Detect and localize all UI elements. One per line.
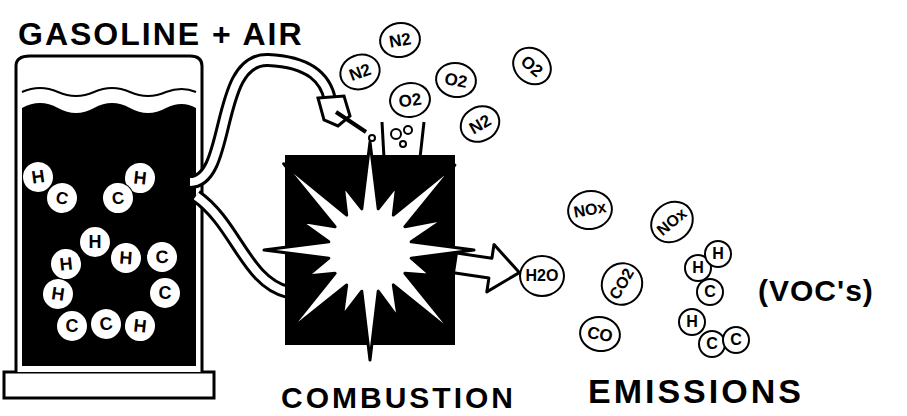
chemical-symbol: H: [119, 249, 133, 268]
nozzle-spout: [336, 112, 366, 132]
bubble: [404, 126, 412, 134]
chemical-symbol: H: [59, 254, 74, 273]
fuel-nozzle: [318, 96, 350, 126]
chemical-symbol: N2: [466, 111, 493, 137]
chemical-symbol: H: [686, 314, 698, 330]
chemical-symbol: CO2: [607, 266, 637, 302]
chemical-symbol: H: [30, 167, 45, 187]
molecule-circle: H: [678, 308, 706, 336]
chemical-symbol: O2: [398, 90, 423, 110]
chemical-symbol: NOx: [654, 205, 689, 238]
chemical-symbol: C: [730, 332, 742, 348]
molecule-circle: H: [704, 240, 732, 268]
flow-arrow: [454, 245, 520, 292]
liquid-ripple: [22, 88, 196, 96]
process-label: COMBUSTION: [281, 383, 516, 413]
explosion-burst: [264, 142, 474, 360]
annotation-label: (VOC's): [758, 276, 874, 306]
atom-circle: H: [80, 227, 110, 257]
chemical-symbol: H: [133, 168, 148, 187]
atom-circle: C: [150, 278, 180, 308]
chemical-symbol: N2: [388, 30, 412, 51]
molecule-circle: NOx: [642, 192, 703, 252]
molecule-circle: O2: [387, 79, 434, 120]
molecule-circle: H2O: [519, 255, 565, 297]
chemical-symbol: H: [50, 284, 65, 304]
chemical-symbol: CO: [586, 323, 614, 344]
molecule-circle: O2: [504, 39, 559, 94]
chemical-symbol: C: [155, 248, 169, 267]
chemical-symbol: C: [111, 189, 125, 207]
chemical-symbol: H: [133, 316, 148, 335]
chemical-symbol: H: [89, 233, 102, 251]
intake-funnel: [382, 122, 424, 158]
chemical-symbol: NOx: [572, 199, 607, 220]
heading-label: GASOLINE + AIR: [18, 18, 304, 50]
bubble: [400, 141, 406, 147]
molecule-circle: C: [696, 278, 724, 306]
fuel-hose-inner: [196, 196, 288, 292]
molecule-circle: N2: [376, 19, 424, 62]
combustion-chamber: COMBUSTION: [285, 155, 455, 345]
tank-base: [4, 372, 214, 398]
molecule-circle: CO: [576, 313, 624, 356]
chemical-symbol: H: [692, 260, 704, 276]
chemical-symbol: C: [98, 314, 113, 334]
chamber-outline: [285, 155, 455, 345]
tank-body: [16, 56, 202, 372]
chemical-symbol: O2: [518, 52, 546, 80]
annotation-label: EMISSIONS: [588, 374, 804, 408]
chemical-symbol: C: [706, 336, 718, 352]
molecule-circle: N2: [334, 48, 386, 96]
chemical-symbol: H: [712, 246, 724, 262]
bubble: [391, 129, 401, 139]
molecule-circle: CO2: [593, 254, 651, 313]
chemical-symbol: C: [54, 189, 69, 208]
chemical-symbol: C: [159, 284, 172, 302]
molecule-circle: O2: [432, 59, 480, 102]
molecule-circle: N2: [453, 98, 507, 150]
chemical-symbol: H2O: [526, 268, 559, 284]
chemical-symbol: C: [704, 284, 716, 300]
chemical-symbol: O2: [443, 70, 468, 91]
gasoline-liquid: [22, 103, 196, 366]
fuel-drop: [369, 135, 375, 141]
chemical-symbol: N2: [347, 60, 373, 83]
atom-circle: C: [57, 311, 87, 341]
molecule-circle: NOx: [564, 186, 616, 233]
chemical-symbol: C: [66, 317, 79, 335]
fuel-hose: [196, 196, 288, 292]
molecule-circle: C: [722, 326, 750, 354]
